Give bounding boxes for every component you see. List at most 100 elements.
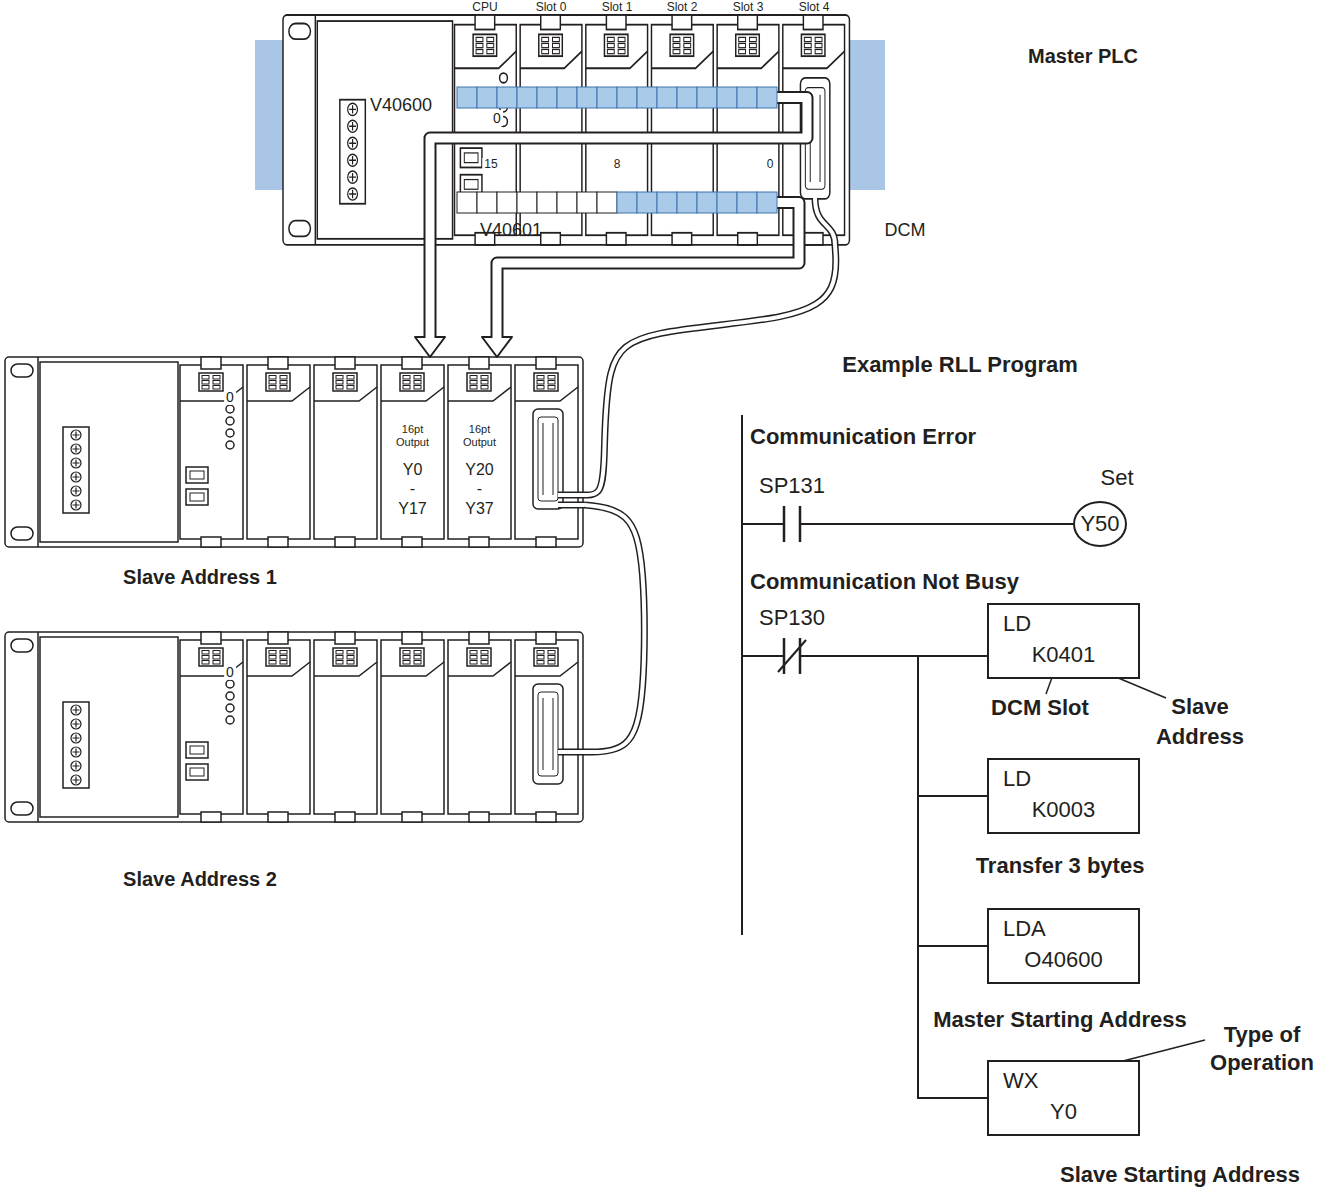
cable-stub — [558, 750, 586, 754]
ladder-wire — [801, 656, 987, 946]
annotation: Transfer 3 bytes — [976, 853, 1145, 878]
bit-cell — [677, 192, 697, 213]
master-rack: V40600V40601Master PLC — [283, 15, 851, 245]
ladder-wire — [801, 656, 987, 796]
rack-title: Slave Address 1 — [123, 566, 277, 589]
annotation: Slave Address — [1150, 692, 1250, 752]
instruction-operand: Y0 — [1050, 1100, 1077, 1125]
bit-cell — [517, 87, 537, 108]
network-cable — [585, 245, 836, 495]
slot-label: Slot 1 — [602, 1, 633, 15]
bit-cell — [537, 192, 557, 213]
module-type: 16pt Output — [463, 423, 496, 448]
bit-cell — [757, 192, 777, 213]
status-digit: 0 — [491, 110, 503, 126]
slot-label: Slot 3 — [733, 1, 764, 15]
slave-rack: 16pt OutputY0 - Y1716pt OutputY20 - Y37S… — [5, 357, 585, 547]
annotation: Master Starting Address — [933, 1007, 1186, 1032]
module-label: DCM — [885, 220, 926, 241]
bit-cell — [697, 192, 717, 213]
bit-cell — [597, 192, 617, 213]
module-type: 16pt Output — [396, 423, 429, 448]
slave-rack-drawing — [5, 632, 583, 822]
data-flow-arrow — [430, 98, 807, 344]
slot-label: CPU — [472, 1, 497, 15]
rack-title: Slave Address 2 — [123, 868, 277, 891]
bit-cell — [717, 87, 737, 108]
bit-cell — [457, 192, 477, 213]
bit-cell — [457, 87, 477, 108]
instruction-box: WXY0 — [987, 1060, 1140, 1136]
contact-symbol — [783, 506, 801, 542]
register-cells — [457, 87, 777, 108]
register-name: V40600 — [370, 95, 432, 116]
network-cable — [585, 245, 836, 495]
annotation: DCM Slot — [991, 695, 1089, 720]
instruction-mnemonic: LDA — [1003, 916, 1046, 941]
bit-cell — [637, 87, 657, 108]
bit-cell — [577, 192, 597, 213]
nc-contact: SP130 — [783, 638, 801, 674]
set-coil: SetY50 — [1073, 501, 1127, 547]
bit-cell — [657, 87, 677, 108]
module-address: Y0 - Y17 — [398, 460, 426, 518]
cable-stub — [815, 198, 835, 245]
slave-rack: Slave Address 2 — [5, 632, 585, 822]
slot-label: Slot 2 — [667, 1, 698, 15]
bit-cell — [717, 192, 737, 213]
bit-cell — [737, 192, 757, 213]
register-band: V40600 — [457, 87, 777, 108]
bit-cell — [737, 87, 757, 108]
cable-stub — [558, 198, 835, 752]
section-title: Example RLL Program — [842, 352, 1078, 377]
status-digit: 0 — [224, 389, 236, 405]
cable-stub — [558, 492, 585, 499]
bit-cell — [557, 192, 577, 213]
bit-cell — [757, 87, 777, 108]
bit-number: 8 — [612, 158, 623, 172]
instruction-box: LDK0401 — [987, 603, 1140, 679]
instruction-operand: K0401 — [1032, 643, 1096, 668]
ladder-wire — [801, 656, 987, 946]
bit-cell — [677, 87, 697, 108]
network-cable — [585, 505, 644, 752]
instruction-mnemonic: LD — [1003, 611, 1031, 636]
cable-stub — [558, 749, 585, 756]
contact-symbol — [784, 506, 800, 542]
network-cable — [585, 505, 644, 752]
ladder-wire — [801, 656, 987, 796]
bit-cell — [657, 192, 677, 213]
bit-cell — [497, 192, 517, 213]
status-digit: 0 — [224, 664, 236, 680]
bit-cell — [537, 87, 557, 108]
annotation: Slave Starting Address — [1060, 1162, 1300, 1187]
contact-symbol — [783, 638, 801, 674]
bit-cell — [477, 87, 497, 108]
bit-cell — [577, 87, 597, 108]
bit-cell — [557, 87, 577, 108]
bit-number: 15 — [482, 158, 499, 172]
cable-stub — [558, 493, 586, 497]
ladder-wire — [801, 524, 1073, 525]
slot-label: Slot 0 — [536, 1, 567, 15]
rung-comment: Communication Not Busy — [750, 569, 1019, 594]
data-flow-arrow — [497, 203, 799, 338]
cable-stub — [815, 198, 835, 245]
coil-type: Set — [1100, 465, 1133, 490]
annotation: Type of Operation — [1205, 1021, 1320, 1077]
rung-comment: Communication Error — [750, 424, 976, 449]
data-flow-arrow — [430, 98, 807, 338]
coil-address: Y50 — [1080, 511, 1119, 536]
instruction-box: LDK0003 — [987, 758, 1140, 834]
ladder-rail — [742, 523, 783, 525]
register-cells — [457, 192, 777, 213]
master-rack-drawing — [283, 15, 849, 245]
bit-cell — [597, 87, 617, 108]
ladder-rail — [742, 655, 783, 657]
slave-rack-drawing — [5, 357, 583, 547]
instruction-operand: O40600 — [1024, 948, 1102, 973]
network-cable — [585, 505, 644, 752]
mounting-band — [845, 40, 885, 190]
bit-number: 0 — [765, 158, 776, 172]
